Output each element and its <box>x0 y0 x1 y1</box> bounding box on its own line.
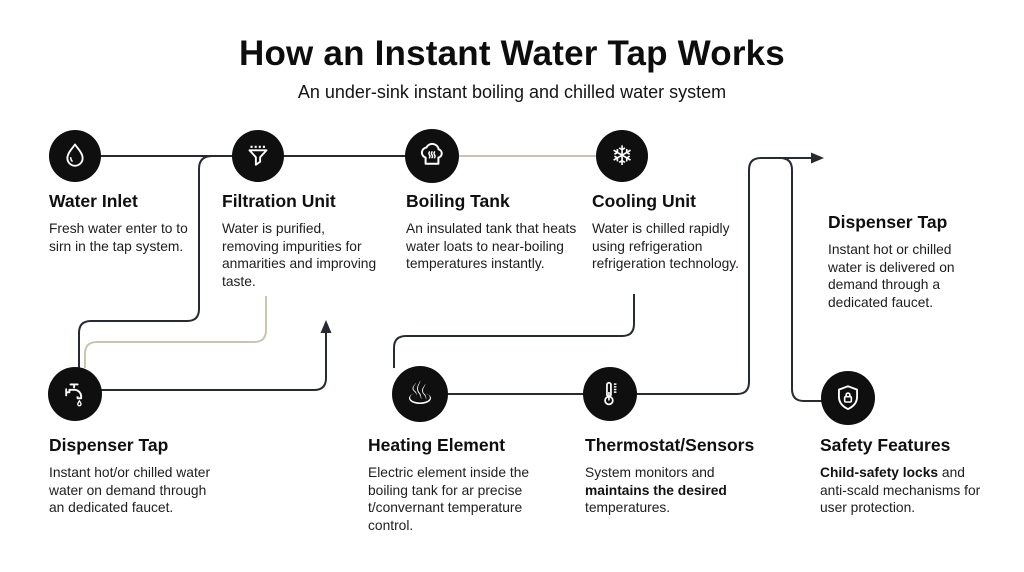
filtration-unit-node <box>232 130 284 182</box>
page-title: How an Instant Water Tap Works <box>239 34 785 73</box>
desc-text: and anti-scald mechanisms for user prote… <box>820 465 981 516</box>
faucet-icon <box>65 383 83 407</box>
dispenser-tap-left-desc: Instant hot/or chilled water water on de… <box>49 465 211 516</box>
thermostat-sensors-node <box>583 367 637 421</box>
funnel-filter-icon <box>248 145 268 166</box>
desc-bold-text: maintains the desired <box>585 482 727 498</box>
desc-text: temperatures. <box>585 500 671 516</box>
dispenser-tap-left-heading: Dispenser Tap <box>49 435 169 455</box>
cooling-unit-desc: Water is chilled rapidly using refrigera… <box>592 221 739 272</box>
water-inlet-desc: Fresh water enter to to sirn in the tap … <box>49 221 188 254</box>
page-subtitle: An under-sink instant boiling and chille… <box>297 82 727 102</box>
cooling-unit-node: ❄ <box>596 130 648 182</box>
boiling-tank-heading: Boiling Tank <box>406 191 510 211</box>
water-inlet-node <box>49 130 101 182</box>
water-droplet-icon <box>66 143 84 167</box>
boiling-tank-node <box>405 129 459 183</box>
dispenser-tap-right-heading: Dispenser Tap <box>828 212 948 232</box>
steam-cloud-pot-icon <box>420 142 443 165</box>
thermostat-sensors-desc: System monitors and maintains the desire… <box>585 464 770 517</box>
desc-bold-text: Child-safety locks <box>820 465 939 480</box>
safety-features-desc: Child-safety locks and anti-scald mechan… <box>820 464 982 517</box>
heating-element-heading: Heating Element <box>368 435 506 455</box>
water-inlet-heading: Water Inlet <box>49 191 138 211</box>
dispenser-tap-right-desc: Instant hot or chilled water is delivere… <box>828 242 955 310</box>
thermometer-icon <box>604 381 617 406</box>
cooling-unit-heading: Cooling Unit <box>592 191 697 211</box>
desc-text: System monitors and <box>585 465 715 480</box>
thermostat-sensors-heading: Thermostat/Sensors <box>585 435 755 455</box>
boiling-tank-desc: An insulated tank that heats water loats… <box>406 221 577 272</box>
filtration-unit-heading: Filtration Unit <box>222 191 336 211</box>
heating-element-desc: Electric element inside the boiling tank… <box>368 465 530 533</box>
safety-features-heading: Safety Features <box>820 435 951 455</box>
hot-springs-icon: ♨ <box>405 374 435 412</box>
filtration-unit-desc: Water is purified, removing impurities f… <box>222 221 377 289</box>
snowflake-icon: ❄ <box>610 140 634 172</box>
dispenser-tap-left-node <box>48 367 102 421</box>
heating-element-node: ♨ <box>392 366 448 422</box>
safety-features-node <box>821 371 875 425</box>
shield-lock-icon <box>838 385 858 410</box>
